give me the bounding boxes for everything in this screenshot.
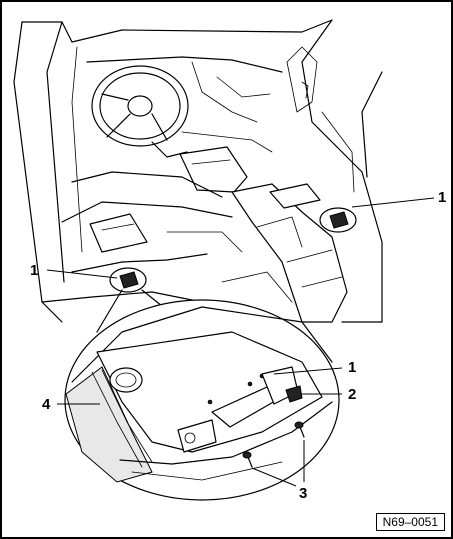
leader-line-detail-1 [273, 367, 343, 375]
interior-overview [13, 19, 383, 323]
callout-1-right: 1 [438, 189, 447, 206]
callout-1-detail: 1 [348, 359, 357, 376]
figure-reference-label: N69–0051 [375, 513, 445, 531]
magnifier-connector-right [141, 289, 163, 307]
callout-4-detail: 4 [42, 396, 51, 413]
detail-magnified-view [64, 299, 340, 501]
leader-line-detail-3b [251, 467, 297, 487]
magnifier-connector-left [96, 289, 123, 333]
callout-3-detail: 3 [299, 485, 308, 502]
screw-lower [242, 451, 253, 468]
leader-line-1-left [46, 269, 118, 279]
callout-1-left: 1 [30, 262, 39, 279]
leader-line-1-right [351, 197, 435, 208]
screw-upper [294, 421, 305, 438]
callout-2-detail: 2 [348, 386, 357, 403]
